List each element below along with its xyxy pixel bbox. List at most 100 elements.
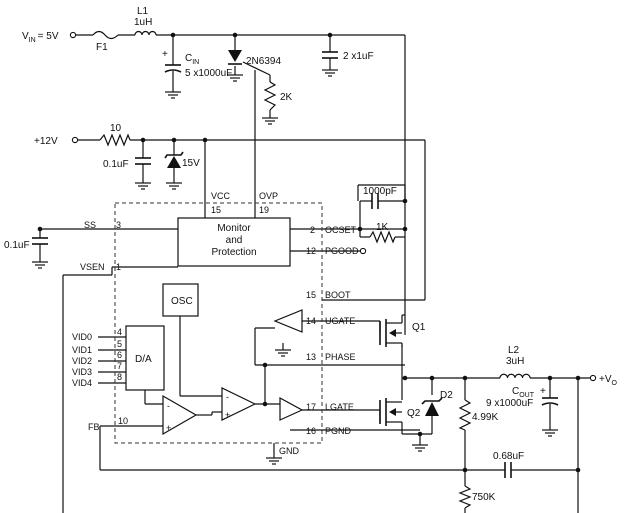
cout-label: COUT: [512, 386, 535, 399]
pgood-pin: 12: [306, 246, 316, 256]
osc-block: [162, 283, 199, 317]
cin-plus: +: [162, 49, 168, 60]
lower-gate-driver: [279, 396, 304, 421]
monitor-protection-block: [177, 217, 291, 267]
gnd-label: GND: [279, 446, 300, 456]
r2k-label: 2K: [280, 92, 293, 103]
d2-label: D2: [440, 390, 453, 401]
mp-line2: and: [226, 235, 243, 246]
osc-label: OSC: [171, 296, 193, 307]
vid0-pin: 4: [117, 327, 122, 337]
vcc-label: VCC: [211, 191, 231, 201]
vid3-label: VID3: [72, 367, 92, 377]
phase-label: PHASE: [325, 352, 356, 362]
z15v-label: 15V: [182, 158, 200, 169]
da-label: D/A: [135, 354, 152, 365]
c1000pf-label: 1000pF: [363, 186, 397, 197]
c01uf-left-label: 0.1uF: [4, 240, 30, 251]
cmp-plus: +: [225, 410, 230, 420]
vid4-label: VID4: [72, 378, 92, 388]
diode-d2: [421, 397, 443, 416]
boot-pin: 15: [306, 290, 316, 300]
ocset-pin: 2: [310, 225, 315, 235]
pgnd-label: PGND: [325, 426, 352, 436]
wires: [39, 34, 590, 513]
ss-pin: 3: [116, 220, 121, 230]
vid1-label: VID1: [72, 345, 92, 355]
vid2-label: VID2: [72, 356, 92, 366]
r1k-label: 1K: [376, 222, 389, 233]
plus12v-terminal: [71, 136, 79, 144]
ugate-pin: 14: [306, 316, 316, 326]
vsen-label: VSEN: [80, 262, 105, 272]
f1-label: F1: [96, 42, 108, 53]
vid3-pin: 7: [117, 361, 122, 371]
inductor-l1: [134, 30, 157, 36]
supply-labels: VIN= 5V +12V: [22, 31, 59, 147]
capacitor-2x1uf: [322, 51, 338, 59]
r10-label: 10: [110, 123, 122, 134]
inductor-l2: [499, 373, 531, 379]
r750k-label: 750K: [472, 492, 496, 503]
vsen-pin: 1: [116, 262, 121, 272]
ugate-label: UGATE: [325, 316, 355, 326]
capacitor-1000pf: [371, 193, 379, 209]
vid1-pin: 5: [117, 339, 122, 349]
c01uf-top-label: 0.1uF: [103, 159, 129, 170]
capacitor-01uf-top: [135, 157, 151, 165]
resistor-2k: [263, 81, 277, 111]
ss-label: SS: [84, 220, 96, 230]
mosfet-q1: [379, 314, 405, 347]
junction-dots: [37, 32, 581, 473]
cin-label: CIN: [185, 53, 199, 66]
cout-value: 9 x1000uF: [486, 398, 533, 409]
resistor-1k: [369, 230, 396, 244]
pgood-label: PGOOD: [325, 246, 359, 256]
vo-terminal: [589, 374, 597, 382]
mosfet-q2: [379, 398, 402, 426]
c068uf-label: 0.68uF: [493, 451, 524, 462]
l2-name: L2: [508, 345, 520, 356]
terminals: [69, 31, 597, 382]
zener-15v: [164, 151, 184, 168]
boot-label: BOOT: [325, 290, 351, 300]
ocset-label: OCSET: [325, 225, 357, 235]
vid2-pin: 6: [117, 350, 122, 360]
q1-label: Q1: [412, 322, 426, 333]
error-amplifier: [162, 394, 198, 436]
resistor-750k: [458, 485, 472, 509]
capacitor-cin: [164, 64, 182, 73]
capacitor-068uf: [504, 462, 512, 478]
controller-ic-outline: [114, 202, 323, 444]
vin-terminal: [69, 31, 77, 39]
ea-plus: +: [166, 423, 171, 433]
l1-name: L1: [137, 6, 149, 17]
vin-label: VIN= 5V: [22, 31, 59, 44]
mp-line3: Protection: [211, 247, 256, 258]
r499k-label: 4.99K: [472, 412, 498, 423]
l2-value: 3uH: [506, 356, 524, 367]
plus12v-label: +12V: [34, 136, 58, 147]
lgate-pin: 17: [306, 402, 316, 412]
capacitor-01uf-left: [32, 237, 48, 245]
cmp-minus: -: [226, 392, 229, 402]
vo-label: +VO: [599, 374, 618, 387]
ic-labels: Monitor and Protection VCC 15 OVP 19 SS …: [72, 191, 359, 456]
cout-plus: +: [540, 386, 546, 397]
upper-gate-driver: [273, 309, 303, 333]
da-block: [125, 325, 165, 391]
phase-pin: 13: [306, 352, 316, 362]
pgnd-pin: 16: [306, 426, 316, 436]
pwm-comparator: [221, 387, 257, 421]
scr-2n6394: [228, 50, 242, 65]
fb-pin: 10: [118, 416, 128, 426]
ovp-pin: 19: [259, 205, 269, 215]
resistor-4-99k: [458, 399, 472, 431]
ea-minus: -: [167, 401, 170, 411]
vcc-pin: 15: [211, 205, 221, 215]
vid4-pin: 8: [117, 372, 122, 382]
lgate-label: LGATE: [325, 402, 354, 412]
component-labels: L1 1uH F1 + CIN 5 x1000uF 2N6394 2K 2 x1…: [4, 6, 618, 503]
capacitor-cout: [541, 397, 559, 406]
